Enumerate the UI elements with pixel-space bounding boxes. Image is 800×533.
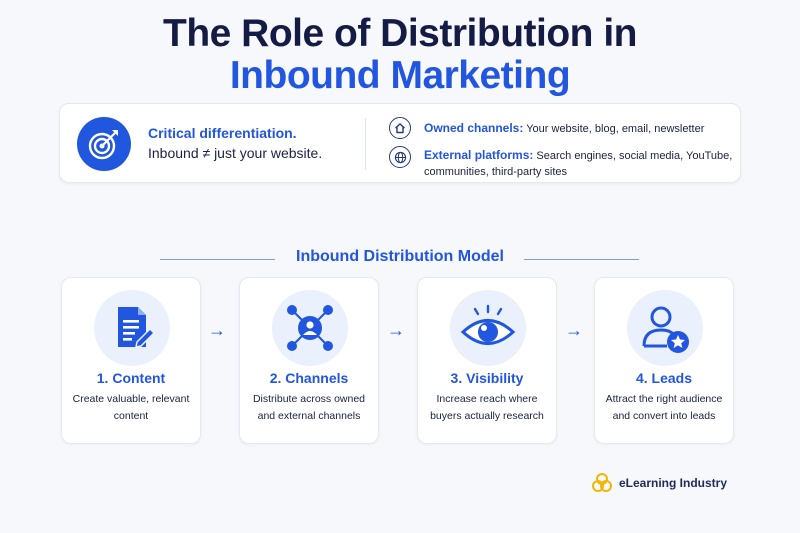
model-title-rule-left [160, 259, 275, 260]
home-icon [389, 117, 411, 139]
owned-channels-line: Owned channels: Your website, blog, emai… [424, 120, 704, 137]
page-title-line2: Inbound Marketing [229, 54, 571, 97]
card-divider [365, 118, 366, 170]
arrow-icon: → [208, 320, 226, 340]
external-platforms-label: External platforms: [424, 148, 534, 162]
page-title-line1: The Role of Distribution in [163, 12, 637, 55]
step-channels: 2. Channels Distribute across owned and … [239, 277, 379, 444]
owned-channels-label: Owned channels: [424, 121, 524, 135]
differentiation-title: Critical differentiation. [148, 125, 297, 141]
differentiation-card: Critical differentiation. Inbound ≠ just… [59, 103, 741, 183]
arrow-icon: → [387, 320, 405, 340]
step-description: Increase reach where buyers actually res… [430, 393, 544, 422]
document-icon [94, 290, 170, 366]
step-content: 1. Content Create valuable, relevant con… [61, 277, 201, 444]
arrow-icon: → [565, 320, 583, 340]
external-platforms-text: Search engines, social media, YouTube, c… [424, 150, 733, 178]
eye-icon [450, 290, 526, 366]
brand-name: eLearning Industry [619, 476, 728, 490]
step-description: Distribute across owned and external cha… [252, 393, 366, 422]
step-title: 3. Visibility [450, 370, 524, 386]
owned-channels-text: Your website, blog, email, newsletter [526, 123, 705, 135]
model-title-rule-right [524, 259, 639, 260]
brand-logo: eLearning Industry [591, 472, 727, 494]
network-icon [272, 290, 348, 366]
external-platforms-line: External platforms: Search engines, soci… [424, 147, 734, 180]
step-description: Attract the right audience and convert i… [605, 393, 723, 422]
globe-icon [389, 146, 411, 168]
step-title: 4. Leads [635, 370, 693, 386]
step-title: 1. Content [96, 370, 166, 386]
step-visibility: 3. Visibility Increase reach where buyer… [417, 277, 557, 444]
step-description: Create valuable, relevant content [72, 393, 190, 422]
target-icon [77, 117, 131, 171]
model-title: Inbound Distribution Model [296, 248, 504, 265]
elearning-logo-icon [592, 473, 612, 492]
user-star-icon [627, 290, 703, 366]
differentiation-text: Inbound ≠ just your website. [148, 145, 323, 161]
step-title: 2. Channels [269, 370, 349, 386]
step-leads: 4. Leads Attract the right audience and … [594, 277, 734, 444]
